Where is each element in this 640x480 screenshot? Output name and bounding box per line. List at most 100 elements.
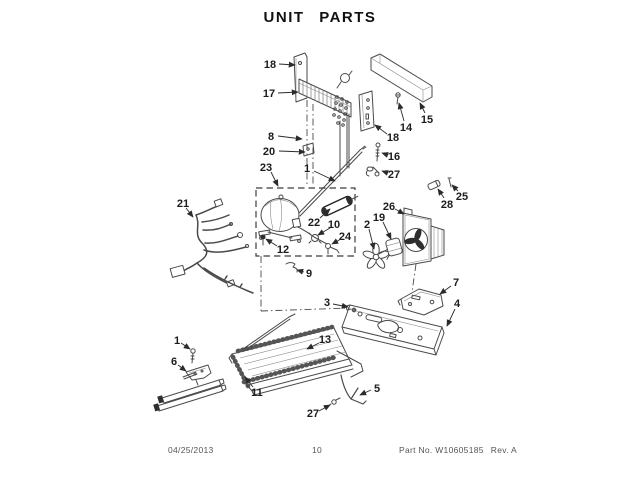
callout-leader-4: [446, 308, 456, 327]
callout-9: 9: [306, 268, 312, 280]
callout-14: 14: [400, 122, 413, 134]
part-25: [447, 177, 452, 188]
suction-fittings: [297, 226, 340, 255]
clip-9: [285, 262, 298, 273]
callout-leader-10: [317, 227, 331, 236]
condenser-assembly: [293, 52, 367, 217]
callout-8: 8: [268, 131, 274, 143]
callout-19: 19: [373, 212, 385, 224]
callout-5: 5: [374, 383, 380, 395]
compressor: [258, 194, 302, 243]
callout-leader-18-top: [278, 61, 296, 68]
fitting-24: [325, 243, 331, 249]
callout-21: 21: [177, 198, 189, 210]
footer-page-number: 10: [312, 445, 323, 455]
screw-1: [190, 348, 196, 364]
coil-inlet-tube: [242, 313, 296, 352]
part-28: [427, 179, 441, 191]
callout-28: 28: [441, 199, 453, 211]
callout-leader-13: [306, 342, 320, 350]
discharge-tube: [297, 149, 363, 217]
compressor-kit-outline: [255, 187, 356, 257]
callout-leader-15: [419, 102, 426, 114]
callout-leader-5: [359, 389, 372, 396]
coil-tube-curl: [340, 73, 350, 83]
callout-13: 13: [319, 334, 331, 346]
callout-18-side: 18: [387, 132, 399, 144]
callout-leader-22: [319, 208, 331, 219]
callout-20: 20: [263, 146, 275, 158]
assembly-lines: [260, 256, 417, 312]
footer-date: 04/25/2013: [168, 445, 214, 455]
callout-leader-6: [177, 364, 187, 372]
footer-part-number: Part No. W10605185 Rev. A: [399, 445, 524, 455]
callout-10: 10: [328, 219, 340, 231]
callout-leader-8: [277, 135, 303, 142]
coil-return-bends: [332, 95, 349, 127]
coil-tubes: [339, 112, 350, 177]
callout-6: 6: [171, 356, 177, 368]
callout-27-upper: 27: [388, 169, 400, 181]
callout-leader-2: [368, 228, 376, 250]
callout-leader-19: [382, 221, 392, 240]
callout-leader-26: [394, 208, 405, 215]
callout-11: 11: [251, 387, 263, 399]
callout-leader-17: [277, 89, 299, 96]
drain-clip-5: [340, 374, 367, 405]
fitting-10: [311, 234, 319, 242]
callout-27-lower: 27: [307, 408, 319, 420]
revision-label: Rev. A: [490, 445, 517, 455]
callout-25: 25: [456, 191, 468, 203]
callout-leader-27-upper: [381, 170, 389, 176]
callout-leader-25: [451, 184, 459, 192]
callout-7: 7: [453, 277, 459, 289]
coil-loops-front: [241, 354, 339, 385]
fan-shroud: [402, 207, 445, 267]
screw-16: [375, 142, 381, 162]
base-plate: [341, 304, 445, 356]
callout-leader-9: [296, 268, 305, 275]
callout-1-tube: 1: [304, 163, 310, 175]
grommet-12: [260, 234, 266, 246]
page-title: UNIT PARTS: [263, 9, 377, 26]
filter-drier-22: [321, 195, 359, 217]
callout-24: 24: [339, 231, 352, 243]
callout-leader-18-side: [374, 124, 388, 135]
callout-16: 16: [388, 151, 400, 163]
fan-blade: [362, 243, 390, 269]
callout-23: 23: [260, 162, 272, 174]
callout-leader-1-rail: [180, 342, 191, 350]
callout-17: 17: [263, 88, 275, 100]
callout-leader-23: [270, 171, 279, 187]
callout-22: 22: [308, 217, 320, 229]
callout-leader-28: [437, 188, 445, 199]
callout-leader-3: [332, 302, 349, 309]
callout-3: 3: [324, 297, 330, 309]
callout-leader-12: [265, 238, 278, 247]
coil-loops-top: [235, 324, 335, 354]
callout-leader-16: [381, 152, 389, 158]
mount-bracket-7: [397, 288, 444, 316]
callout-leader-20: [278, 148, 306, 155]
part-no-label: Part No. W10605185: [399, 445, 484, 455]
fan-silhouette: [404, 228, 425, 250]
callout-12: 12: [277, 244, 289, 256]
condenser-coil: [298, 78, 352, 118]
callout-2: 2: [364, 219, 370, 231]
callout-leader-24: [331, 238, 342, 245]
callout-4: 4: [454, 298, 461, 310]
side-mount-bracket: [358, 90, 375, 132]
callout-leader-27-lower: [318, 404, 331, 412]
callout-1-rail: 1: [174, 335, 180, 347]
callout-leader-7: [439, 285, 452, 295]
callout-leader-11: [244, 376, 254, 388]
callout-18-top: 18: [264, 59, 276, 71]
top-channel-bracket: [370, 53, 433, 105]
callout-15: 15: [421, 114, 433, 126]
callout-leader-21: [185, 207, 194, 218]
callout-leader-1-tube: [313, 170, 336, 182]
callout-26: 26: [383, 201, 395, 213]
